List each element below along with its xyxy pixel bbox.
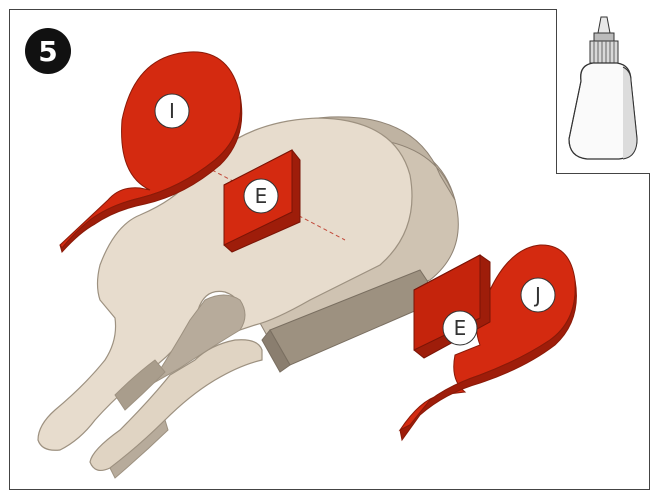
callout-e-right: E: [443, 311, 477, 345]
svg-text:J: J: [533, 283, 541, 307]
callout-j: J: [521, 278, 555, 312]
callout-i: I: [155, 94, 189, 128]
callout-e-center: E: [244, 179, 278, 213]
svg-text:E: E: [454, 316, 467, 340]
svg-text:I: I: [169, 99, 175, 123]
svg-text:E: E: [255, 184, 268, 208]
